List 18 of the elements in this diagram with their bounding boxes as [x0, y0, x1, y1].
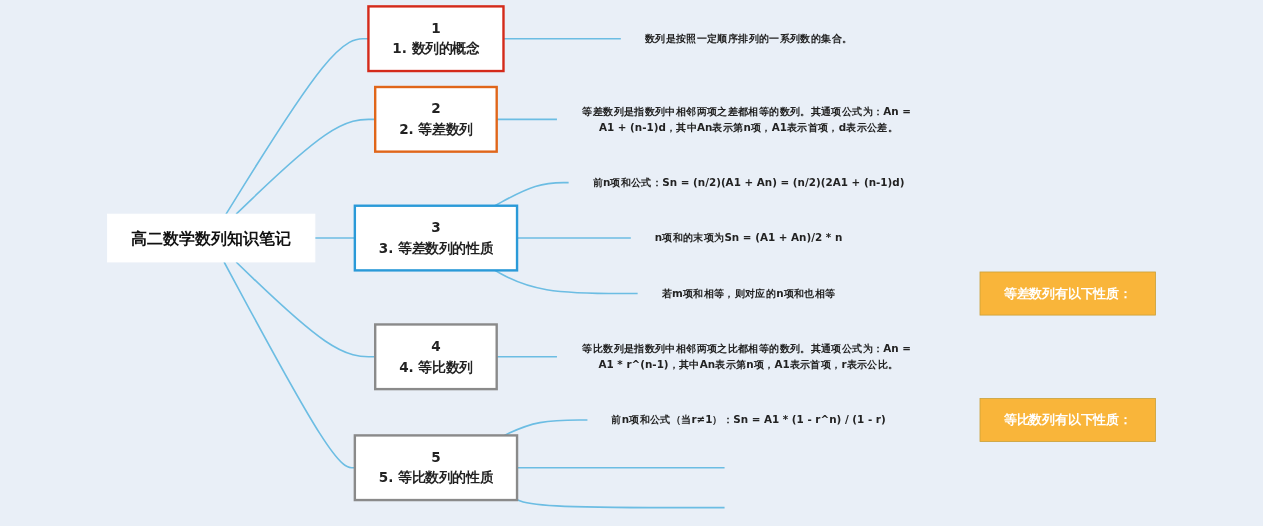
node-box: 1 1. 数列的概念 [367, 5, 505, 73]
node-box: 高二数学数列知识笔记 [107, 213, 316, 263]
node-text: 若m项和相等，则对应的n项和也相等 [661, 287, 836, 300]
node-text: n项和的末项为Sn = (A1 + An)/2 * n [654, 231, 843, 244]
connector [235, 118, 376, 215]
node-text: 前n项和公式（当r≠1）：Sn = A1 * (1 - r^n) / (1 - r) [611, 413, 886, 426]
node-box: 5 5. 等比数列的性质 [353, 434, 519, 502]
node-box: 4 4. 等比数列 [374, 323, 498, 391]
node-box: 等差数列有以下性质： [979, 271, 1156, 316]
connector [516, 498, 726, 509]
node-text: 等差数列是指数列中相邻两项之差都相等的数列。其通项公式为：An = A1 + (n-1)d，其中An表示第n项，A1表示首项，d表示公差。 [582, 105, 912, 133]
node-text: 等比数列是指数列中相邻两项之比都相等的数列。其通项公式为：An = A1 * r^(n-1)，其中An表示第n项，A1表示首项，r表示公比。 [582, 342, 912, 371]
node-box: 3 3. 等差数列的性质 [353, 204, 519, 272]
connector [235, 261, 376, 358]
node-box: 2 2. 等差数列 [374, 85, 498, 153]
node-text: 数列是按照一定顺序排列的一系列数的集合。 [644, 32, 853, 45]
node-text: 前n项和公式：Sn = (n/2)(A1 + An) = (n/2)(2A1 + (n-1)d) [592, 176, 905, 189]
node-box: 等比数列有以下性质： [979, 398, 1156, 442]
